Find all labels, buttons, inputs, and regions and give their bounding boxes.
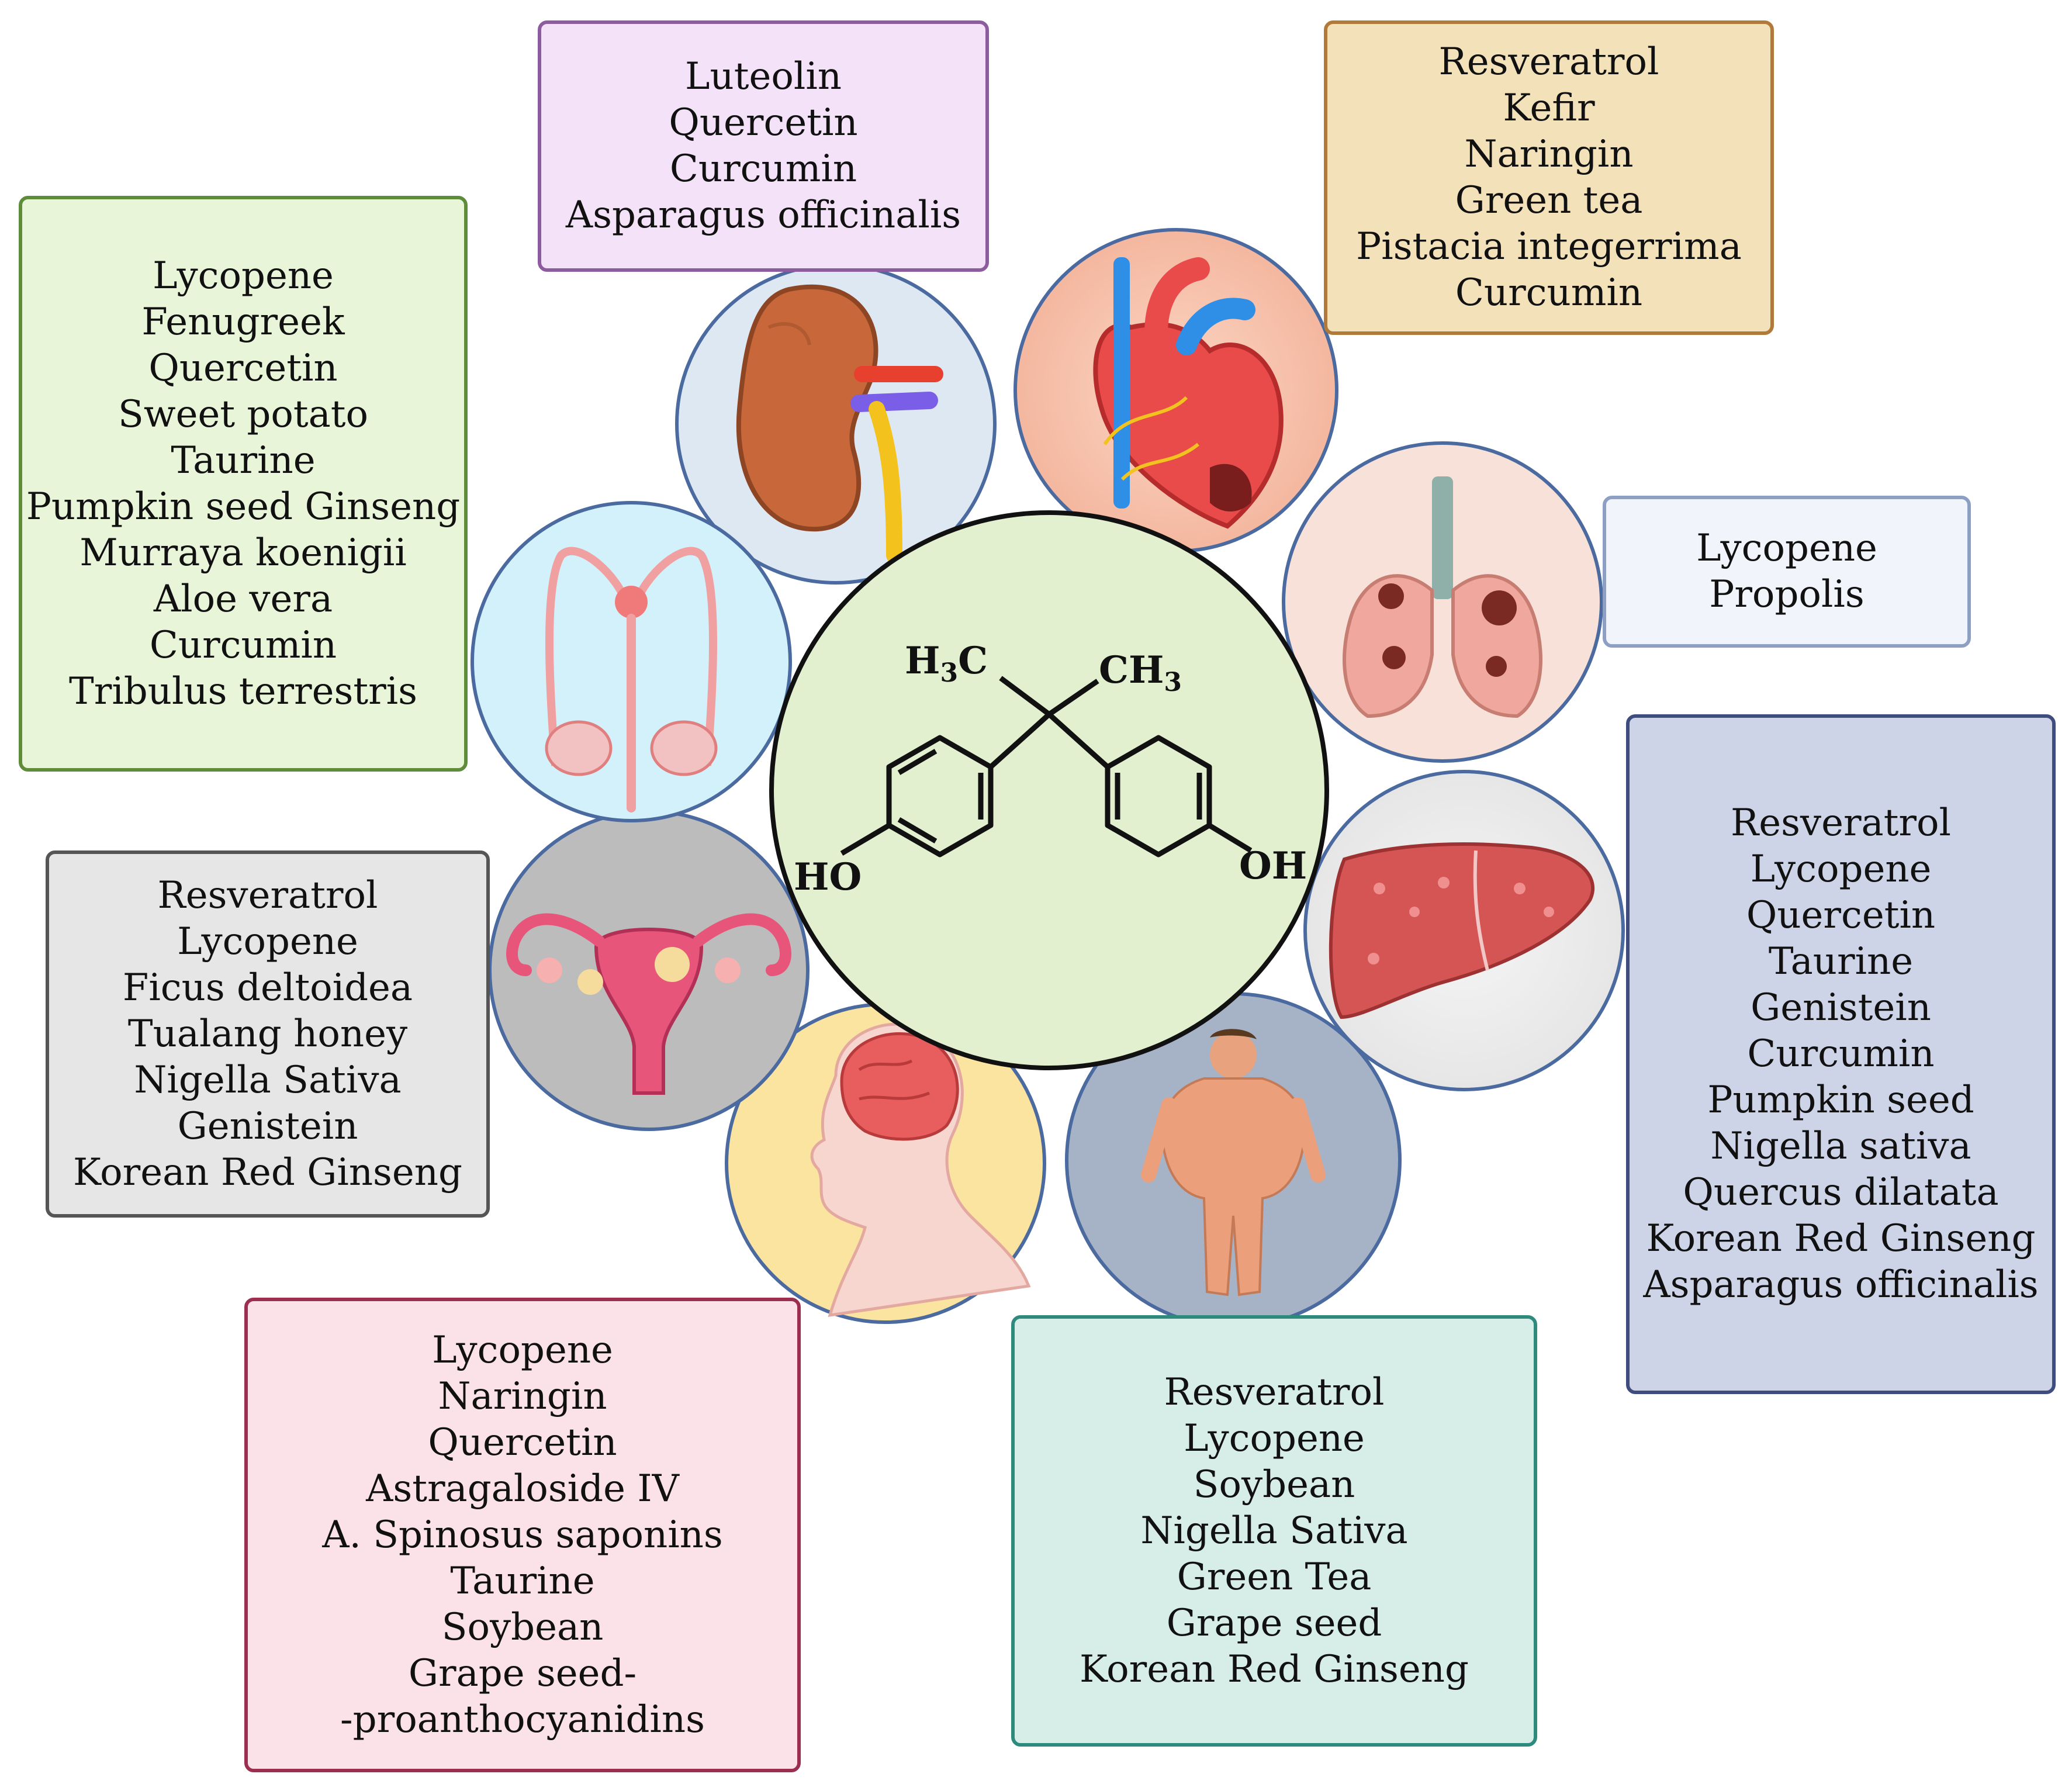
compound-item: Korean Red Ginseng [1646, 1217, 2036, 1260]
brain-head-icon [810, 1022, 1031, 1318]
compound-item: Quercetin [1746, 894, 1936, 937]
lungs-icon [1343, 476, 1542, 718]
compound-item: Pumpkin seed Ginseng [26, 485, 461, 528]
compound-item: Asparagus officinalis [1643, 1263, 2039, 1306]
liver-circle [1303, 770, 1625, 1091]
heart-icon [1093, 257, 1284, 529]
compound-item: Ficus deltoidea [122, 966, 413, 1009]
compound-item: Curcumin [1747, 1032, 1935, 1076]
compound-item: Soybean [441, 1605, 604, 1649]
brain-circle [725, 1002, 1046, 1324]
compound-item: Pistacia integerrima [1356, 225, 1742, 268]
compound-item: Taurine [1768, 940, 1914, 983]
compound-item: Astragaloside IV [366, 1467, 679, 1510]
compound-item: Quercetin [428, 1420, 617, 1464]
compound-item: Lycopene [153, 254, 334, 298]
compound-item: Curcumin [669, 147, 857, 191]
compound-item: Lycopene [1184, 1416, 1365, 1460]
compound-item: Curcumin [149, 623, 337, 667]
obese-body-icon [1141, 1029, 1326, 1296]
compound-item: Kefir [1503, 87, 1595, 130]
compound-item: Korean Red Ginseng [73, 1150, 462, 1194]
compound-item: Fenugreek [141, 300, 345, 344]
compound-item: Naringin [438, 1374, 607, 1418]
compound-item: Genistein [1751, 986, 1931, 1029]
compound-item: Propolis [1709, 573, 1865, 616]
compound-item: Naringin [1464, 133, 1634, 176]
compound-item: Taurine [171, 438, 316, 482]
compound-item: Lycopene [432, 1328, 613, 1372]
compound-item: Resveratrol [1164, 1370, 1385, 1414]
compound-item: Curcumin [1455, 271, 1643, 314]
methyl-right-label: CH3 [1099, 648, 1182, 697]
compound-item: Grape seed [1166, 1601, 1382, 1645]
compound-item: Asparagus officinalis [565, 193, 961, 237]
compound-item: Green tea [1455, 179, 1643, 222]
bisphenol-a-structure [840, 676, 1253, 858]
compound-item: Pumpkin seed [1707, 1078, 1974, 1122]
bpa-center-circle: H3C CH3 HO OH [769, 510, 1329, 1070]
compound-item: Soybean [1193, 1462, 1355, 1506]
uterus-icon [506, 913, 791, 1095]
lungs-circle [1282, 441, 1603, 763]
compound-item: Murraya koenigii [79, 531, 407, 575]
kidney-icon [736, 284, 943, 563]
compound-item: Resveratrol [1731, 801, 1951, 845]
compound-item: Lycopene [1750, 848, 1932, 891]
compound-item: Resveratrol [157, 873, 378, 917]
body-circle [1065, 992, 1402, 1329]
male-circle [471, 501, 792, 822]
compound-item: A. Spinosus saponins [322, 1513, 723, 1557]
compound-item: Quercus dilatata [1683, 1171, 1999, 1214]
compound-item: Luteolin [685, 55, 842, 98]
compound-item: Sweet potato [117, 392, 369, 436]
compound-item: Resveratrol [1438, 40, 1659, 84]
compound-item: Green Tea [1177, 1555, 1372, 1599]
compound-item: Taurine [450, 1559, 595, 1603]
compound-item: Genistein [177, 1104, 358, 1148]
compound-item: Lycopene [177, 919, 358, 963]
compound-item: Nigella Sativa [1140, 1509, 1408, 1553]
compound-item: Tualang honey [127, 1012, 408, 1056]
compound-item: Quercetin [669, 101, 858, 144]
compound-item: Aloe vera [153, 577, 333, 621]
hydroxyl-left-label: HO [794, 855, 862, 899]
hydroxyl-right-label: OH [1239, 844, 1307, 888]
compound-item: Korean Red Ginseng [1080, 1647, 1469, 1691]
male-reproductive-icon [545, 547, 718, 812]
female-circle [488, 810, 810, 1131]
heart-circle [1013, 228, 1338, 553]
compound-item: Tribulus terrestris [69, 669, 417, 713]
compound-item: Nigella sativa [1710, 1125, 1971, 1168]
compound-item: Grape seed- [408, 1651, 637, 1695]
compound-item: Nigella Sativa [134, 1058, 402, 1102]
compound-item: Lycopene [1696, 527, 1877, 570]
compound-item: Quercetin [148, 346, 338, 390]
liver-icon [1329, 842, 1594, 1019]
kidney-circle [675, 263, 997, 585]
compound-item: -proanthocyanidins [340, 1697, 705, 1741]
